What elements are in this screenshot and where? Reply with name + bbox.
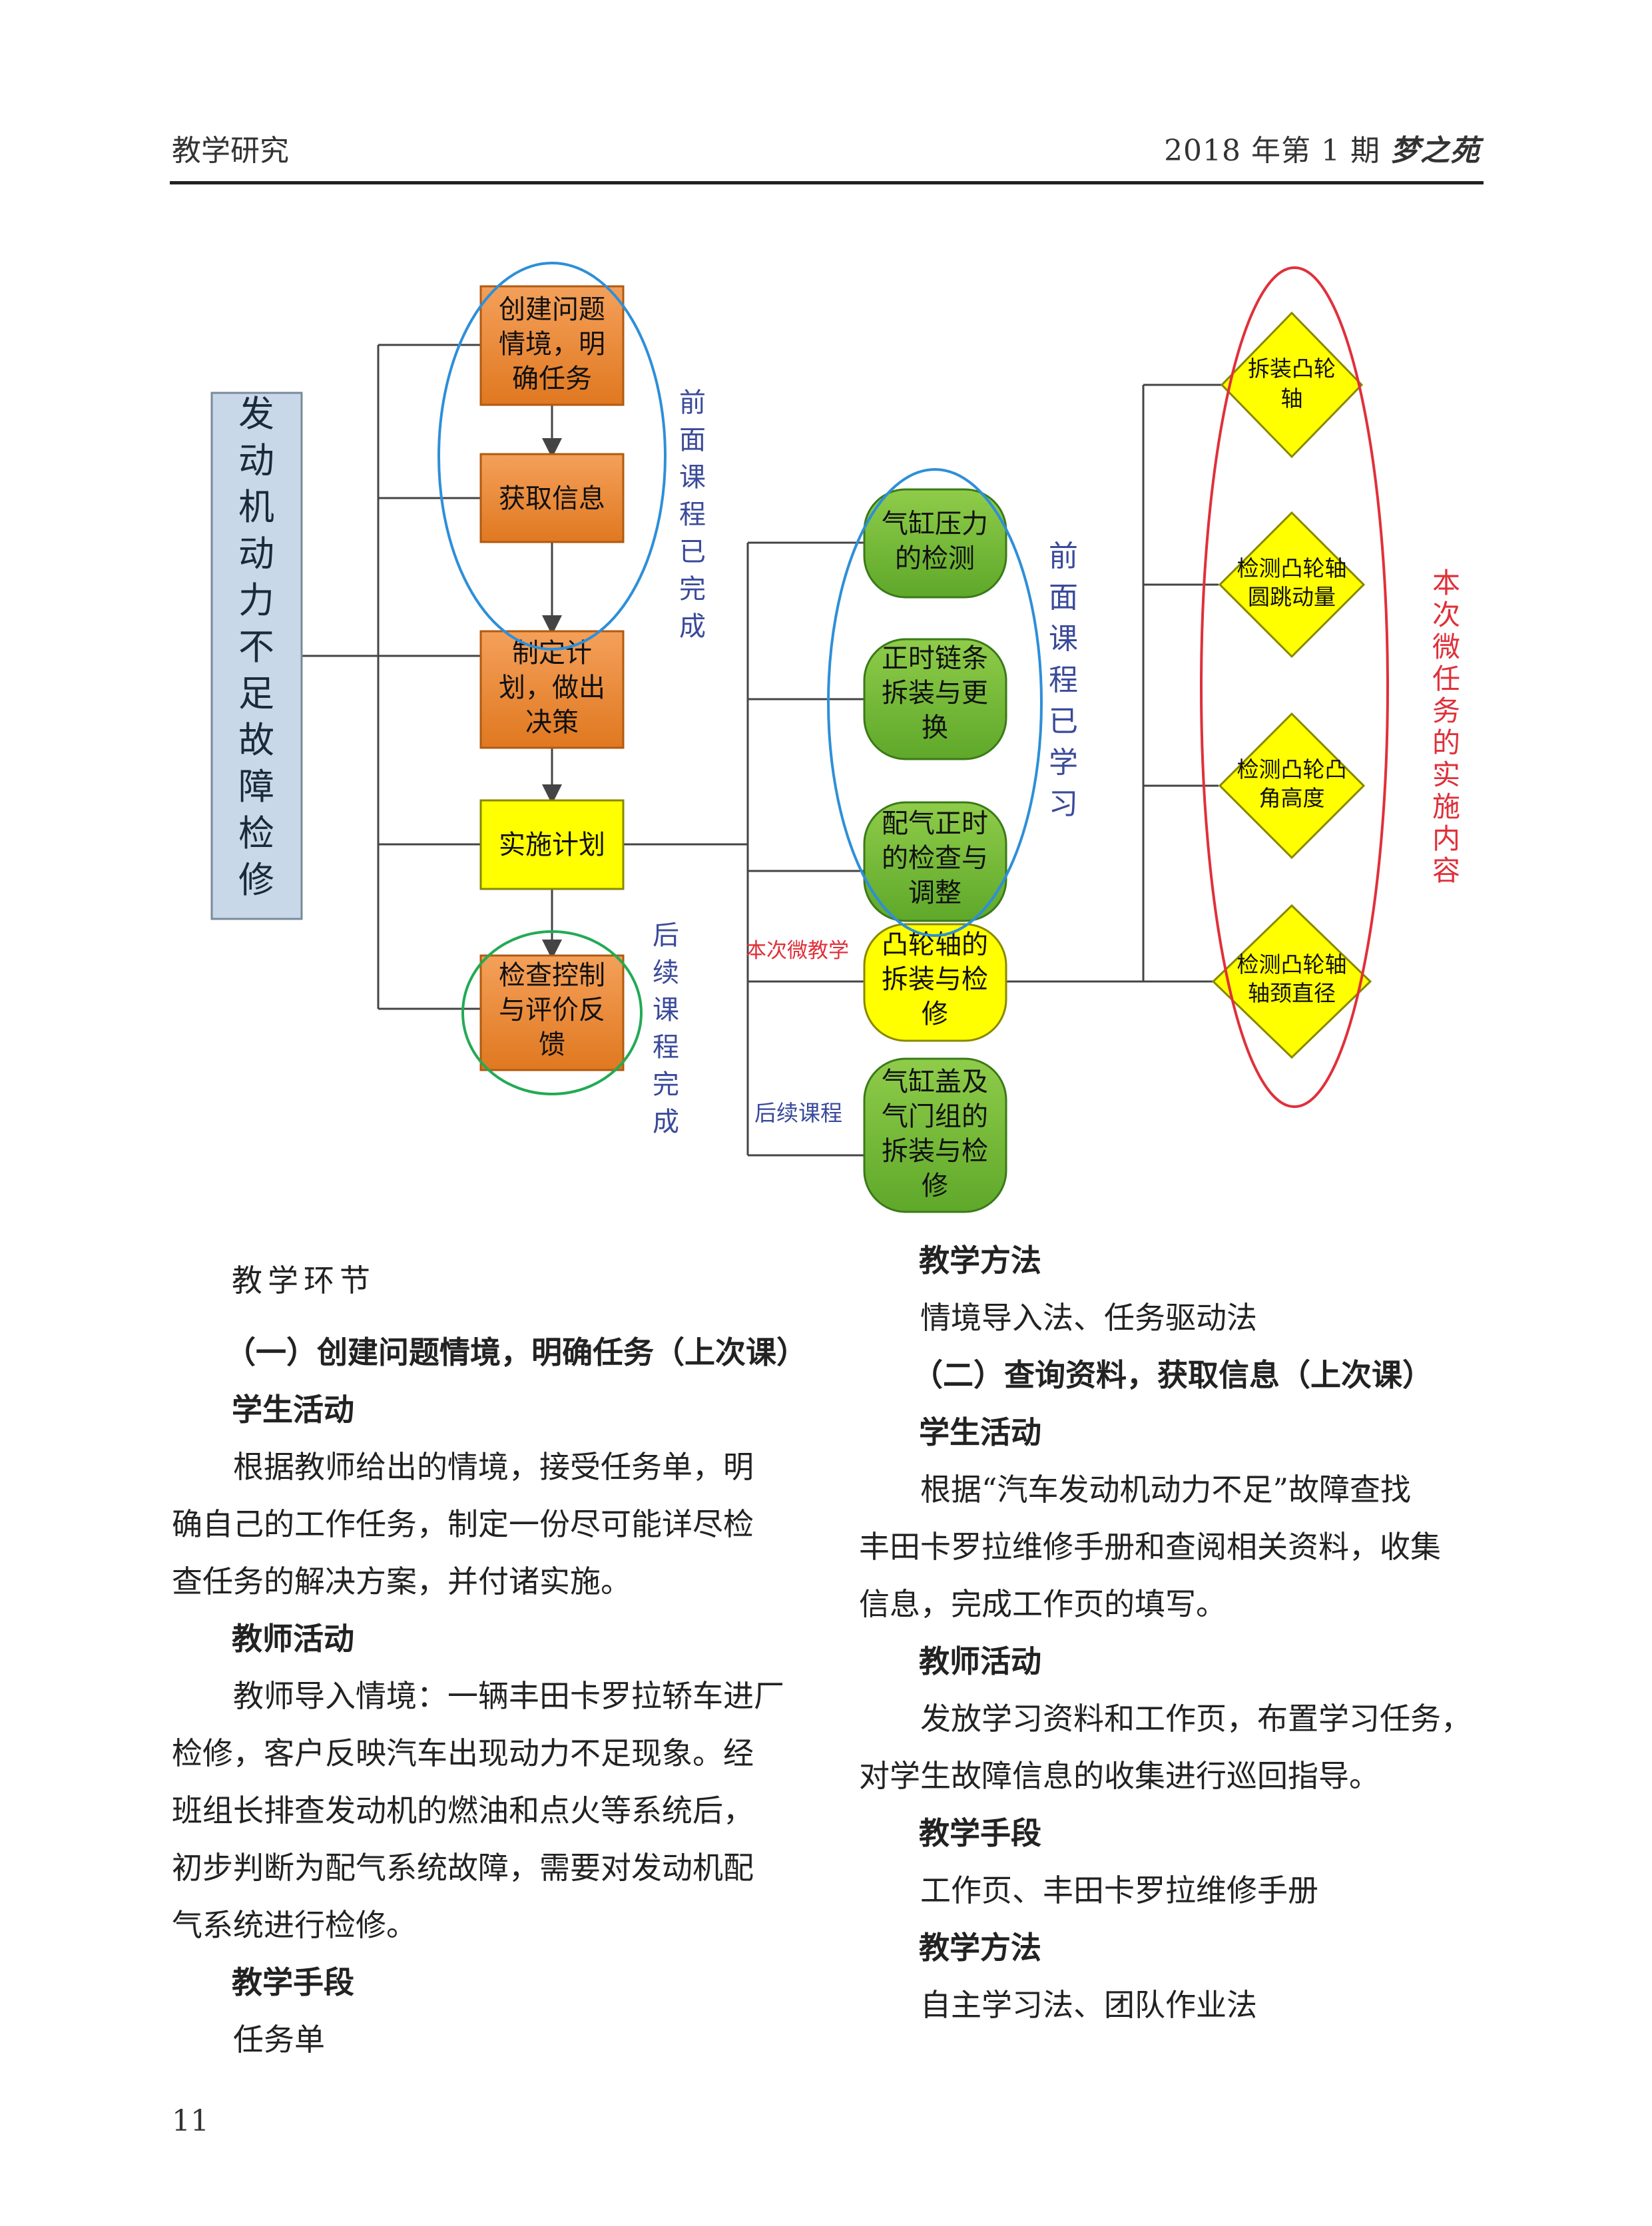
student-activity-line: 确自己的工作任务，制定一份尽可能详尽检 xyxy=(172,1506,754,1542)
step-label-implement: 实施计划 xyxy=(499,830,605,860)
teaching-method-text: 情境导入法、任务驱动法 xyxy=(920,1300,1257,1336)
step-box-get-info xyxy=(479,453,625,543)
teaching-means-heading: 教学手段 xyxy=(232,1964,354,2000)
task-label-cylinder-pressure: 气缸压力的检测 xyxy=(882,509,988,574)
subtasks-oval xyxy=(1200,266,1389,1108)
issue-label: 2018 年第 1 期 xyxy=(1164,134,1380,168)
journal-brand: 梦之苑 xyxy=(1390,134,1480,168)
teaching-method-heading: 教学方法 xyxy=(919,1243,1041,1278)
teacher-activity-heading: 教师活动 xyxy=(919,1643,1041,1679)
subtask-remove-camshaft xyxy=(1220,311,1364,459)
student-activity-line: 信息，完成工作页的填写。 xyxy=(859,1586,1227,1622)
student-activity-line: 根据教师给出的情境，接受任务单，明 xyxy=(233,1449,754,1485)
done-steps-note: 前面课程已完成 xyxy=(679,388,706,642)
heading-step-2: （二）查询资料，获取信息（上次课） xyxy=(912,1357,1433,1393)
task-cylinder-pressure xyxy=(863,488,1007,599)
later-steps-note: 后续课程完成 xyxy=(653,920,679,1137)
step-label-check: 检查控制与评价反馈 xyxy=(499,960,605,1060)
task-label-valve-timing: 配气正时的检查与调整 xyxy=(882,808,988,908)
subtask-label-lobe-height: 检测凸轮凸角高度 xyxy=(1237,756,1347,811)
teaching-method-heading: 教学方法 xyxy=(919,1930,1041,1966)
subtask-lobe-height xyxy=(1218,712,1366,860)
student-activity-line: 根据“汽车发动机动力不足”故障查找 xyxy=(920,1472,1412,1508)
teaching-means-text: 工作页、丰田卡罗拉维修手册 xyxy=(920,1872,1318,1908)
root-box xyxy=(210,392,303,920)
teaching-means-heading: 教学手段 xyxy=(919,1815,1041,1851)
step-label-plan: 制定计划，做出决策 xyxy=(499,638,605,738)
student-activity-line: 查任务的解决方案，并付诸实施。 xyxy=(172,1563,631,1599)
student-activity-line: 丰田卡罗拉维修手册和查阅相关资料，收集 xyxy=(859,1529,1441,1565)
step-label-create-situation: 创建问题情境，明确任务 xyxy=(499,294,605,394)
teaching-means-text: 任务单 xyxy=(233,2022,325,2058)
subtask-label-runout: 检测凸轮轴圆跳动量 xyxy=(1237,555,1347,610)
teacher-activity-line: 班组长排查发动机的燃油和点火等系统后， xyxy=(172,1793,754,1828)
teaching-method-text: 自主学习法、团队作业法 xyxy=(920,1987,1257,2023)
left-column: 教学环节 （一）创建问题情境，明确任务（上次课） 学生活动 根据教师给出的情境，… xyxy=(172,1252,811,2068)
step-box-check xyxy=(479,954,625,1071)
subtask-note: 本次微任务的实施内容 xyxy=(1432,567,1460,887)
task-label-cylinder-head: 气缸盖及气门组的拆装与检修 xyxy=(882,1067,988,1201)
task-valve-timing xyxy=(863,801,1007,922)
step-box-plan xyxy=(479,630,625,749)
teacher-activity-line: 对学生故障信息的收集进行巡回指导。 xyxy=(859,1758,1380,1794)
learned-tasks-note: 前面课程已学习 xyxy=(1049,539,1078,821)
later-steps-oval xyxy=(461,930,643,1095)
running-header-section: 教学研究 xyxy=(172,134,289,168)
teacher-activity-line: 气系统进行检修。 xyxy=(172,1907,417,1943)
teacher-activity-heading: 教师活动 xyxy=(232,1621,354,1657)
task-label-timing-chain: 正时链条拆装与更换 xyxy=(882,643,988,743)
subtask-label-remove-camshaft: 拆装凸轮轴 xyxy=(1248,356,1336,412)
connectors xyxy=(302,344,1224,1157)
header-rule xyxy=(170,181,1484,184)
student-activity-heading: 学生活动 xyxy=(919,1414,1041,1450)
task-flow-diagram: 发动机动力不足故障检修 创建问题情境，明确任务 获取信息 制定计划，做出决策 实… xyxy=(210,262,1460,1213)
subtask-journal xyxy=(1211,904,1372,1059)
task-timing-chain xyxy=(863,638,1007,760)
done-steps-oval xyxy=(437,262,667,651)
teacher-activity-line: 初步判断为配气系统故障，需要对发动机配 xyxy=(172,1850,754,1886)
subtask-runout xyxy=(1218,511,1366,659)
step-label-get-info: 获取信息 xyxy=(499,483,605,514)
page-number: 11 xyxy=(172,2104,209,2138)
running-header-issue: 2018 年第 1 期 梦之苑 xyxy=(1164,127,1480,169)
step-box-create-situation xyxy=(479,285,625,406)
student-activity-heading: 学生活动 xyxy=(232,1392,354,1428)
subtask-label-journal: 检测凸轮轴轴颈直径 xyxy=(1237,952,1347,1006)
right-column: 教学方法 情境导入法、任务驱动法 （二）查询资料，获取信息（上次课） 学生活动 … xyxy=(859,1232,1485,2034)
task-camshaft xyxy=(863,923,1007,1042)
teacher-activity-line: 教师导入情境：一辆丰田卡罗拉轿车进厂 xyxy=(233,1678,784,1714)
learned-tasks-oval xyxy=(827,468,1043,937)
current-lesson-label: 本次微教学 xyxy=(746,939,849,963)
teacher-activity-line: 检修，客户反映汽车出现动力不足现象。经 xyxy=(172,1735,754,1771)
heading-step-1: （一）创建问题情境，明确任务（上次课） xyxy=(225,1334,807,1370)
task-cylinder-head xyxy=(863,1057,1007,1213)
step-box-implement xyxy=(479,799,625,890)
later-lesson-label: 后续课程 xyxy=(754,1100,842,1126)
root-label: 发动机动力不足故障检修 xyxy=(238,393,274,901)
teacher-activity-line: 发放学习资料和工作页，布置学习任务， xyxy=(920,1701,1472,1737)
section-caption: 教学环节 xyxy=(232,1262,376,1298)
